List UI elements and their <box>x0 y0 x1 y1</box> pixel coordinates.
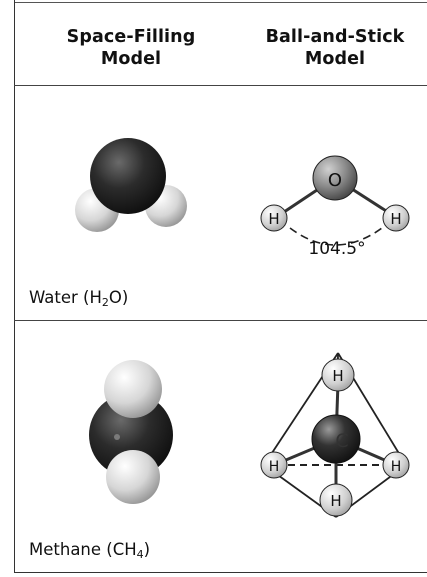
table-frame <box>14 0 427 573</box>
water-formula-subscript: 2 <box>101 296 109 309</box>
methane-formula-subscript: 4 <box>136 548 144 561</box>
water-hydrogen-ball-left <box>260 204 288 232</box>
methane-carbon-highlight <box>114 434 120 440</box>
methane-carbon-ball <box>311 414 361 464</box>
water-ball-and-stick-model: O H H 104.5° <box>260 155 410 259</box>
water-bond-angle-label: 104.5° <box>308 239 365 259</box>
header-space-filling: Space-Filling Model <box>56 26 206 70</box>
methane-hydrogen-label-bottom: H <box>330 492 341 510</box>
methane-hydrogen-label-right: H <box>391 459 402 475</box>
water-formula-suffix: O) <box>108 288 129 307</box>
header-ball-and-stick-line2: Model <box>304 49 366 69</box>
header-ball-and-stick-line1: Ball-and-Stick <box>265 27 405 47</box>
water-formula-prefix: Water (H <box>29 288 102 307</box>
methane-formula-suffix: ) <box>143 540 151 559</box>
top-rule <box>14 2 427 3</box>
methane-space-filling-model <box>89 360 173 504</box>
methane-carbon-label: C <box>335 430 348 452</box>
methane-hydrogen-ball-top <box>321 358 355 392</box>
header-space-filling-line2: Model <box>100 49 162 69</box>
water-oxygen-label: O <box>328 170 342 191</box>
water-hydrogen-label-right: H <box>390 210 401 228</box>
methane-hydrogen-atom-bottom <box>106 450 160 504</box>
methane-carbon-atom <box>89 393 173 477</box>
water-hydrogen-ball-right <box>382 204 410 232</box>
water-space-filling-model <box>75 138 187 232</box>
water-formula-label: Water (H2O) <box>29 288 128 308</box>
row-divider-header <box>14 85 427 86</box>
methane-hydrogen-ball-left <box>260 451 288 479</box>
methane-hydrogen-label-left: H <box>269 459 280 475</box>
methane-formula-prefix: Methane (CH <box>29 540 137 559</box>
methane-ball-and-stick-model: H C H H H <box>260 352 410 518</box>
row-divider-water-methane <box>14 320 427 321</box>
header-space-filling-line1: Space-Filling <box>66 27 196 47</box>
water-oxygen-ball <box>312 155 358 201</box>
methane-hydrogen-ball-right <box>382 451 410 479</box>
methane-hydrogen-ball-bottom <box>319 483 353 517</box>
methane-hydrogen-label-top: H <box>332 367 343 385</box>
header-ball-and-stick: Ball-and-Stick Model <box>250 26 420 70</box>
water-oxygen-atom <box>90 138 166 214</box>
methane-hydrogen-atom-top <box>104 360 162 418</box>
methane-formula-label: Methane (CH4) <box>29 540 150 560</box>
water-hydrogen-label-left: H <box>268 210 279 228</box>
